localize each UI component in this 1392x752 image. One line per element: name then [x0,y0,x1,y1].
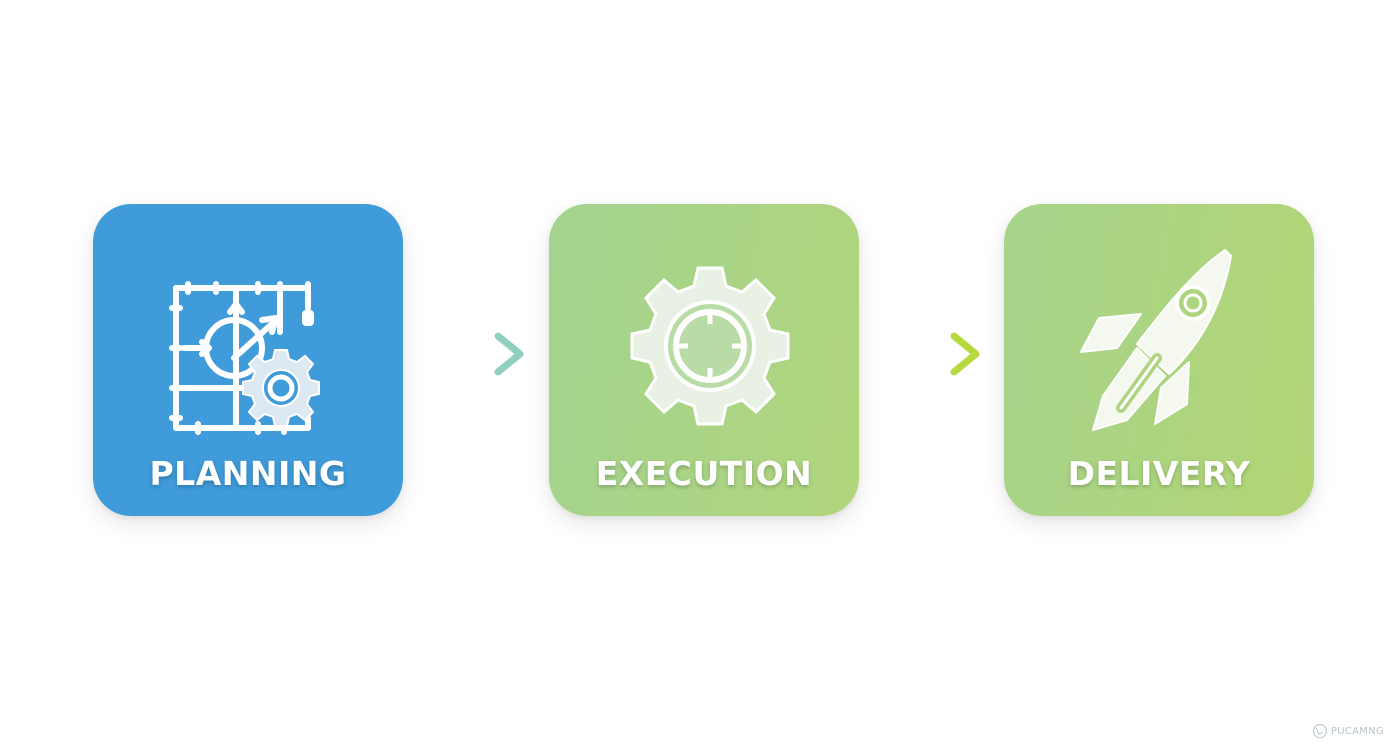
connector-arrow-1 [402,324,532,384]
step-label-execution: EXECUTION [595,454,813,493]
watermark: PUCAMNG [1312,724,1384,738]
step-card-planning: PLANNING [93,204,403,516]
rocket-icon [1059,248,1259,448]
step-card-delivery: DELIVERY [1004,204,1314,516]
step-label-delivery: DELIVERY [1067,454,1251,493]
blueprint-gear-icon [148,248,348,448]
arrow-right-icon [402,332,524,376]
gear-icon [604,248,804,448]
step-label-planning: PLANNING [149,454,347,493]
watermark-logo-icon [1312,724,1327,738]
watermark-text: PUCAMNG [1330,725,1384,737]
connector-arrow-2 [858,324,988,384]
step-card-execution: EXECUTION [549,204,859,516]
arrow-right-icon [858,332,980,376]
